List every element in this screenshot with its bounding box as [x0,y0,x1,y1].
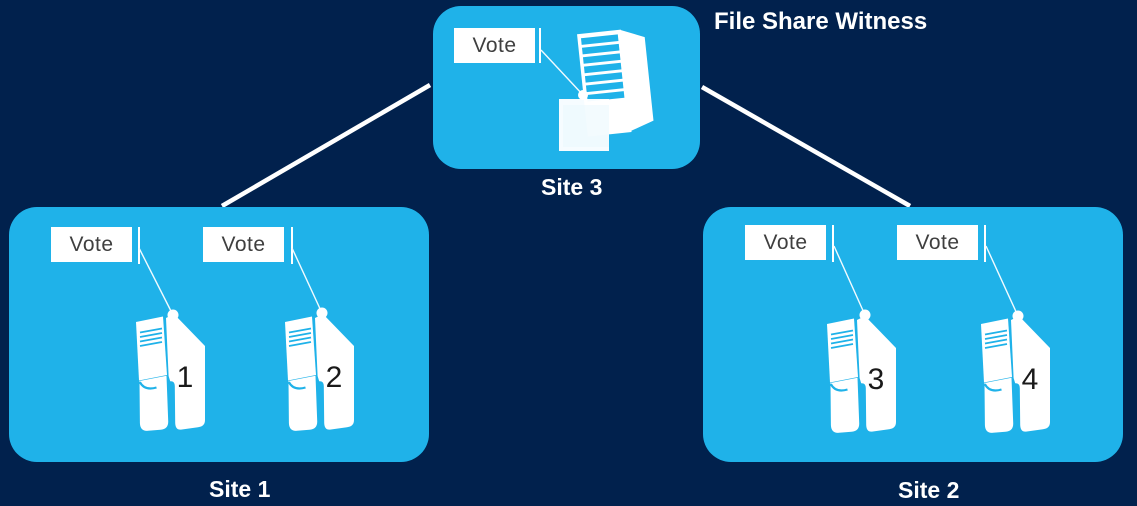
node3-number: 3 [868,363,885,396]
vote-label: Vote [69,232,114,256]
server-node1-icon: 1 [136,314,205,431]
node2-number: 2 [326,361,343,394]
node4-number: 4 [1022,363,1039,396]
server-node4-icon: 4 [981,316,1050,433]
vote-label: Vote [472,33,517,57]
vote-badge-site3: Vote [454,28,535,63]
vote-label: Vote [221,232,266,256]
vote-badge-node1: Vote [51,227,132,262]
vote-badge-node2: Vote [203,227,284,262]
connector-site3-site2 [700,85,912,208]
vote-label: Vote [763,230,808,254]
site2-label: Site 2 [898,477,960,503]
file-share-witness-icon [559,29,654,151]
connector-site3-site1 [220,83,432,208]
vent-lines [830,329,854,349]
site1-box: Vote Vote 1 [9,207,429,462]
vent-lines [984,329,1008,349]
site1-label: Site 1 [209,476,271,502]
site3-box: Vote [433,6,700,169]
file-share-shape [559,99,615,151]
site3-label: Site 3 [541,174,603,200]
site2-box: Vote Vote 3 [703,207,1123,462]
vent-lines [288,327,312,347]
vote-label: Vote [915,230,960,254]
node1-number: 1 [177,361,194,394]
file-share-witness-title: File Share Witness [714,8,928,35]
server-node2-icon: 2 [285,314,354,431]
vent-lines [139,327,163,347]
vote-badge-node4: Vote [897,225,978,260]
server-node3-icon: 3 [827,316,896,433]
server-rack-shape [577,29,654,137]
vote-badge-node3: Vote [745,225,826,260]
